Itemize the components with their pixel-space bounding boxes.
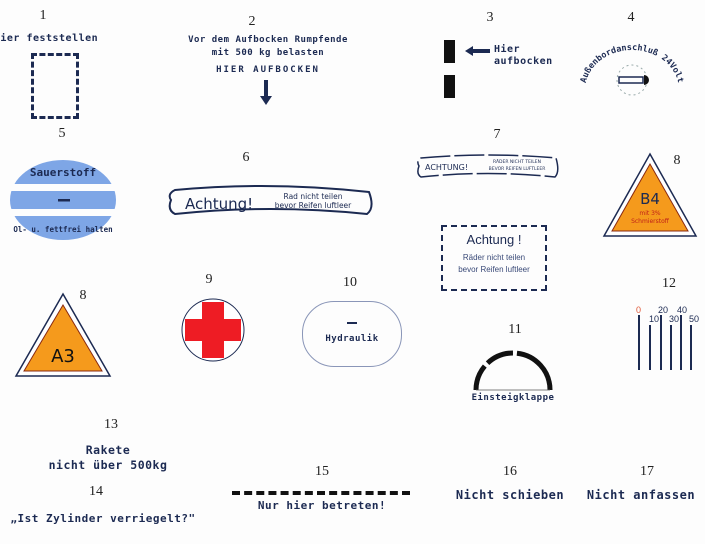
scale-line — [690, 325, 692, 370]
marking-text: Nur hier betreten! — [257, 499, 387, 512]
fuel-b4-triangle: B4 mit 3% Schmierstoff — [602, 152, 698, 237]
oil-free-label: Ol- u. fettfrei halten — [13, 225, 112, 234]
item-number: 13 — [104, 417, 118, 432]
warning-title: Achtung! — [185, 195, 253, 213]
item-number: 1 — [39, 8, 47, 23]
scale-marking: 0 20 40 10 30 50 — [636, 305, 702, 375]
line: bevor Reifen luftleer — [458, 265, 530, 274]
marking-text: Vor dem Aufbocken Rumpfende mit 500 kg b… — [188, 34, 348, 77]
entry-hatch-marking — [473, 350, 553, 391]
item-number: 8 — [79, 288, 87, 303]
fuel-a3-triangle: A3 — [14, 292, 112, 377]
fuel-grade: B4 — [640, 190, 660, 208]
item-number: 3 — [486, 10, 494, 25]
wheel-warning-banner: Achtung! Rad nicht teilen bevor Reifen l… — [168, 184, 373, 216]
scale-label: 30 — [669, 314, 680, 324]
line: Vor dem Aufbocken Rumpfende — [188, 35, 348, 45]
external-power-marking: Außenbordanschluß 24Volt — [579, 43, 685, 96]
line: Rad nicht teilen — [284, 192, 343, 201]
line: nicht über 500kg — [48, 458, 168, 472]
oxygen-label: Sauerstoff — [30, 166, 96, 179]
item-number: 10 — [343, 275, 357, 290]
marking-text: Nicht schieben — [455, 488, 565, 502]
hydraulic-label: Hydraulik — [325, 334, 379, 344]
marking-text: „Ist Zylinder verriegelt?" — [10, 512, 196, 525]
item-number: 4 — [627, 10, 635, 25]
down-arrow-icon — [260, 80, 272, 105]
line: Schmierstoff — [631, 218, 670, 225]
item-number: 7 — [493, 127, 501, 142]
item-number: 15 — [315, 464, 329, 479]
marking-text: Rakete nicht über 500kg — [49, 443, 168, 473]
item-number: 17 — [640, 464, 654, 479]
marking-text: Hier feststellen — [0, 33, 99, 44]
jack-point-bar — [444, 75, 455, 98]
scale-line — [670, 325, 672, 370]
scale-label: 10 — [649, 314, 660, 324]
marking-text: Nicht anfassen — [586, 488, 696, 502]
scale-line — [660, 315, 662, 370]
wheel-warning-stencil-banner: ACHTUNG! RÄDER NICHT TEILEN BEVOR REIFEN… — [417, 154, 559, 178]
scale-label: 0 — [636, 305, 642, 315]
line: bevor Reifen luftleer — [275, 201, 352, 210]
item-number: 12 — [662, 276, 676, 291]
line: BEVOR REIFEN LUFTLEER — [489, 166, 546, 172]
line: mit 500 kg belasten — [211, 48, 325, 58]
item-number: 16 — [503, 464, 517, 479]
item-number: 2 — [248, 14, 256, 29]
item-number: 5 — [58, 126, 66, 141]
line: HIER AUFBOCKEN — [216, 65, 320, 75]
jack-point-bar — [444, 40, 455, 63]
item-number: 14 — [89, 484, 103, 499]
dashed-frame — [31, 53, 79, 119]
box-title: Achtung ! — [466, 232, 522, 247]
line: Rakete — [85, 443, 131, 457]
item-number: 6 — [242, 150, 250, 165]
left-arrow-icon — [465, 46, 490, 56]
arc-text: Außenbordanschluß 24Volt — [579, 43, 685, 84]
warning-title: ACHTUNG! — [425, 163, 468, 172]
scale-label: 50 — [689, 314, 700, 324]
fuel-grade: A3 — [51, 346, 75, 367]
item-number: 8 — [673, 153, 681, 168]
item-number: 11 — [508, 322, 522, 337]
scale-line — [680, 315, 682, 370]
hatch-label: Einsteigklappe — [471, 393, 555, 403]
scale-line — [638, 315, 640, 370]
line: RÄDER NICHT TEILEN — [493, 158, 541, 165]
scale-label: 20 — [658, 305, 669, 315]
scale-line — [649, 325, 651, 370]
line: aufbocken — [494, 56, 553, 67]
oxygen-marking: Sauerstoff Ol- u. fettfrei halten — [10, 160, 116, 240]
line: mit 3% — [639, 210, 661, 217]
scale-label: 40 — [677, 305, 688, 315]
hydraulic-marking: Hydraulik — [302, 301, 402, 367]
item-number: 9 — [205, 272, 213, 287]
wheel-warning-box: Achtung ! Räder nicht teilen bevor Reife… — [441, 225, 547, 291]
marking-text: Hier aufbocken — [494, 44, 553, 68]
line: Räder nicht teilen — [462, 253, 526, 262]
red-cross-icon — [181, 298, 245, 362]
step-line — [232, 491, 410, 495]
line: Hier — [494, 44, 521, 55]
hydraulic-symbol-icon — [347, 322, 357, 324]
